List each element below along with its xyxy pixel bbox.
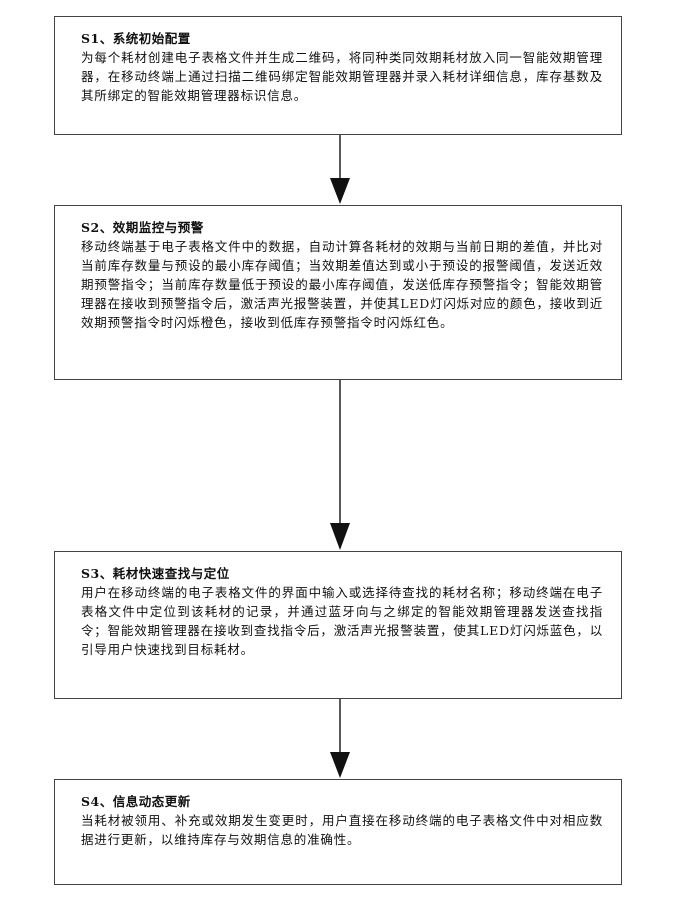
step-description: 当耗材被领用、补充或效期发生变更时，用户直接在移动终端的电子表格文件中对相应数据… <box>81 811 603 849</box>
step-box-s4: S4、信息动态更新 当耗材被领用、补充或效期发生变更时，用户直接在移动终端的电子… <box>54 779 622 885</box>
step-title: S2、效期监控与预警 <box>81 218 603 237</box>
step-box-s1: S1、系统初始配置 为每个耗材创建电子表格文件并生成二维码，将同种类同效期耗材放… <box>54 16 622 135</box>
step-description: 用户在移动终端的电子表格文件的界面中输入或选择待查找的耗材名称；移动终端在电子表… <box>81 583 603 659</box>
step-description: 移动终端基于电子表格文件中的数据，自动计算各耗材的效期与当前日期的差值，并比对当… <box>81 237 603 332</box>
arrow-s2-s3 <box>330 380 350 550</box>
step-description: 为每个耗材创建电子表格文件并生成二维码，将同种类同效期耗材放入同一智能效期管理器… <box>81 48 603 105</box>
arrow-head-icon <box>330 523 350 550</box>
arrow-head-icon <box>330 752 350 778</box>
step-title: S1、系统初始配置 <box>81 29 603 48</box>
arrow-head-icon <box>330 178 350 204</box>
step-box-s3: S3、耗材快速查找与定位 用户在移动终端的电子表格文件的界面中输入或选择待查找的… <box>54 551 622 699</box>
step-title: S3、耗材快速查找与定位 <box>81 564 603 583</box>
arrow-s3-s4 <box>330 699 350 778</box>
arrow-s1-s2 <box>330 135 350 204</box>
step-title: S4、信息动态更新 <box>81 792 603 811</box>
step-box-s2: S2、效期监控与预警 移动终端基于电子表格文件中的数据，自动计算各耗材的效期与当… <box>54 205 622 380</box>
